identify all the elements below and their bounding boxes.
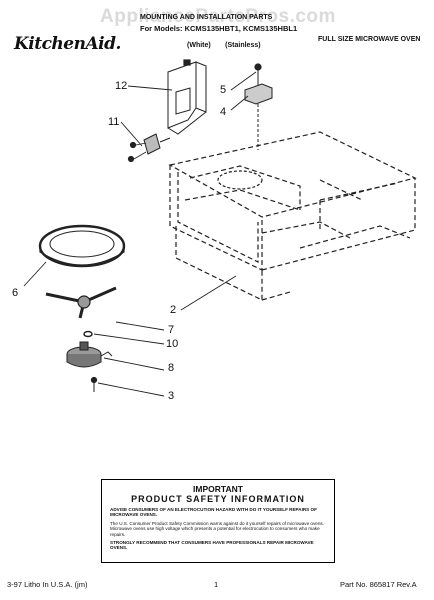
callout-2: 2: [170, 304, 177, 316]
part-11-bracket: [143, 133, 171, 155]
callout-3: 3: [168, 390, 175, 402]
safety-subtitle: PRODUCT SAFETY INFORMATION: [131, 494, 305, 504]
color-code-white: (White): [187, 42, 211, 49]
cabinet-outline: [168, 131, 417, 301]
callout-5: 5: [220, 84, 227, 96]
footer-litho: 3-97 Litho In U.S.A. (jm): [7, 580, 88, 589]
product-name: FULL SIZE MICROWAVE OVEN: [318, 36, 421, 43]
safety-warning: ADVISE CONSUMERS OF AN ELECTROCUTION HAZ…: [110, 507, 317, 518]
callout-12: 12: [115, 80, 128, 92]
part-8-motor: [66, 341, 113, 368]
safety-info-box: IMPORTANT PRODUCT SAFETY INFORMATION ADV…: [101, 479, 335, 563]
color-codes: (White) (Stainless): [187, 34, 271, 52]
part-3-screw: [90, 376, 98, 392]
part-10-washer: [83, 330, 93, 338]
color-code-stainless: (Stainless): [225, 42, 261, 49]
part-7-support: [45, 286, 117, 319]
footer-page-number: 1: [214, 580, 219, 589]
part-6-turntable-ring: [38, 224, 126, 268]
part-12-bracket: [167, 61, 207, 135]
cabinet-opening: [217, 170, 263, 190]
part-4-switch-bracket: [244, 83, 273, 150]
part-11-screws: [127, 141, 147, 163]
callout-10: 10: [166, 338, 179, 350]
leader-lines: [23, 71, 257, 397]
safety-cpsc-note: The U.S. Consumer Product Safety Commiss…: [110, 520, 324, 537]
callout-8: 8: [168, 362, 175, 374]
part-5-screw: [254, 63, 262, 86]
callout-7: 7: [168, 324, 175, 336]
watermark: AppliancePartsPros.com: [100, 6, 336, 27]
brand-logo: KitchenAid.: [14, 34, 121, 54]
models-line: For Models: KCMS135HBT1, KCMS135HBL1: [140, 24, 298, 33]
callout-6: 6: [12, 287, 19, 299]
part-12-fastener: [183, 59, 191, 66]
section-title: MOUNTING AND INSTALLATION PARTS: [140, 14, 273, 21]
footer-part-number: Part No. 865817 Rev.A: [340, 580, 417, 589]
callout-11: 11: [108, 116, 120, 128]
callout-4: 4: [220, 106, 227, 118]
safety-title: IMPORTANT: [193, 484, 243, 494]
safety-recommendation: STRONGLY RECOMMEND THAT CONSUMERS HAVE P…: [110, 540, 314, 551]
